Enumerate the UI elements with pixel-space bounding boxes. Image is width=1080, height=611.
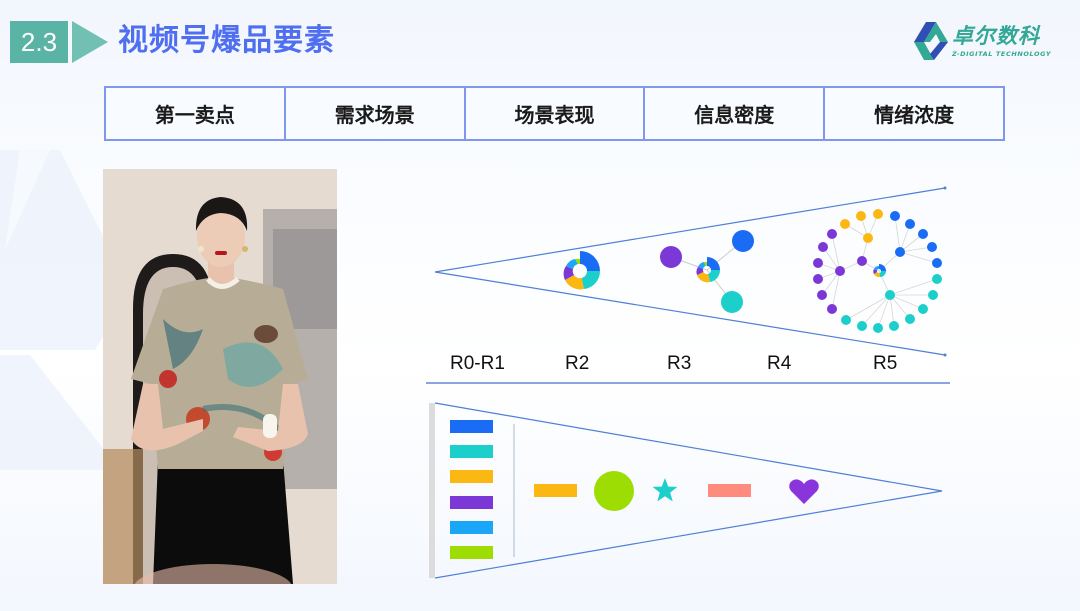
- presenter-photo: [103, 169, 337, 584]
- green-circle-icon: [594, 471, 634, 511]
- element-first-selling-point: 第一卖点: [106, 88, 286, 139]
- element-information-density: 信息密度: [645, 88, 826, 139]
- section-number-badge: 2.3: [10, 21, 68, 63]
- element-shapes: [534, 471, 819, 511]
- r3-network-graph: [660, 230, 754, 313]
- section-arrow-icon: [72, 21, 108, 63]
- page-title: 视频号爆品要素: [118, 23, 335, 58]
- star-icon: [652, 478, 678, 502]
- stage-label-r0-r1: R0-R1: [450, 353, 505, 374]
- stage-label-r4: R4: [767, 353, 792, 374]
- yellow-bar-icon: [534, 484, 577, 497]
- section-divider: [426, 382, 950, 384]
- logo-mark-icon: [914, 22, 948, 60]
- logo-name-cn: 卓尔数科: [952, 24, 1040, 48]
- r5-network-graph: [817, 213, 938, 329]
- background-triangle-decoration: [0, 150, 130, 470]
- growth-funnel-top: [434, 186, 947, 357]
- element-emotion-intensity: 情绪浓度: [874, 103, 955, 127]
- elements-bar: 第一卖点 需求场景 场景表现 信息密度 情绪浓度: [104, 86, 1005, 141]
- r2-donut-chart: [563, 251, 601, 290]
- element-demand-scene: 需求场景: [286, 88, 466, 139]
- content-funnel-bottom: [429, 402, 943, 579]
- legend-bars: [450, 420, 493, 559]
- stage-label-r5: R5: [873, 353, 898, 374]
- salmon-bar-icon: [708, 484, 751, 497]
- element-scene-performance: 场景表现: [466, 88, 646, 139]
- r5-nodes: [813, 209, 942, 333]
- stage-label-r2: R2: [565, 353, 590, 374]
- stage-label-r3: R3: [667, 353, 692, 374]
- heart-icon: [789, 479, 819, 504]
- logo-name-en: Z-DIGITAL TECHNOLOGY: [952, 50, 1052, 58]
- company-logo: 卓尔数科 Z-DIGITAL TECHNOLOGY: [910, 20, 1060, 65]
